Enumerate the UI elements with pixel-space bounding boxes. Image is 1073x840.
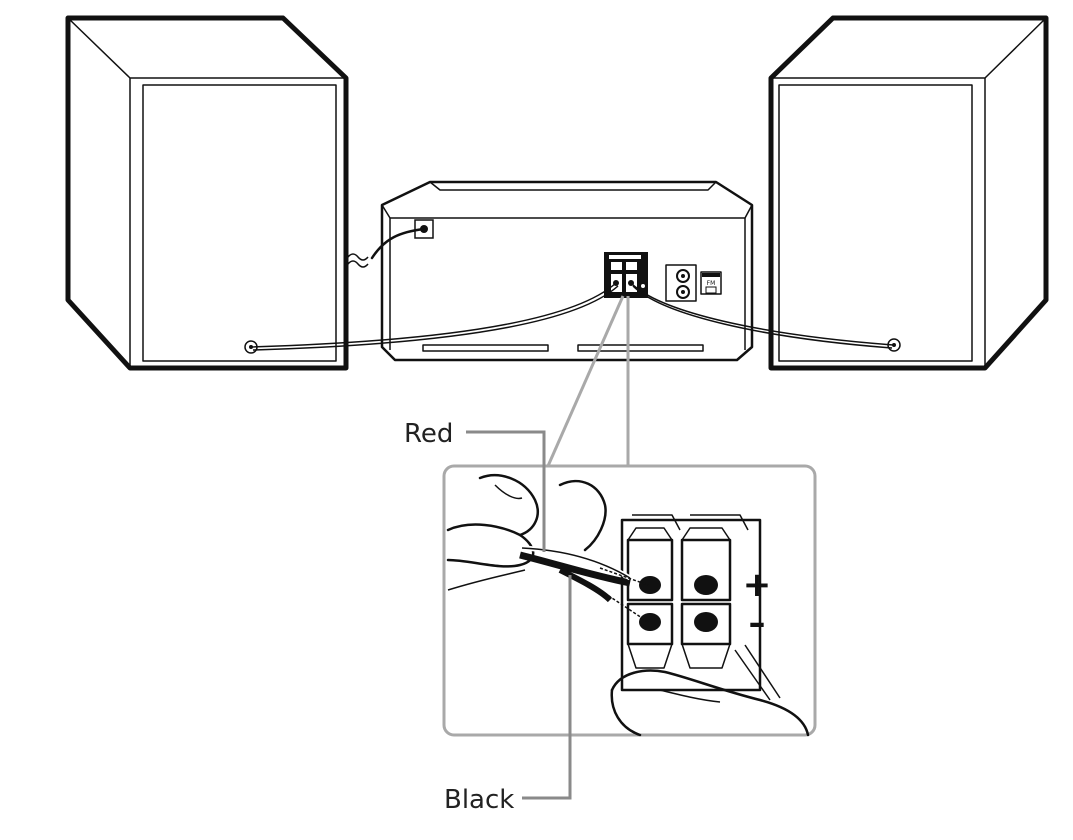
black-leader-line xyxy=(522,575,572,800)
red-leader-line xyxy=(466,430,546,552)
minus-symbol: – xyxy=(749,603,766,643)
upper-hand xyxy=(446,473,607,591)
fm-antenna-connector: FM xyxy=(700,271,722,295)
main-unit: FM xyxy=(347,180,754,362)
black-wire-label: Black xyxy=(444,785,514,815)
plus-symbol: + xyxy=(743,565,772,605)
callout-projection xyxy=(546,295,630,467)
audio-input-jacks xyxy=(665,264,697,302)
wire-detail xyxy=(519,545,649,623)
fm-label: FM xyxy=(707,280,716,287)
right-speaker xyxy=(768,15,1049,371)
red-wire-label: Red xyxy=(404,419,453,449)
lower-hand xyxy=(610,669,810,737)
leader-lines xyxy=(466,430,572,800)
speaker-wires xyxy=(250,282,895,351)
detail-callout: + – xyxy=(442,464,817,737)
terminal-block-detail xyxy=(620,514,781,701)
left-speaker xyxy=(65,15,349,371)
power-cord xyxy=(347,219,434,268)
